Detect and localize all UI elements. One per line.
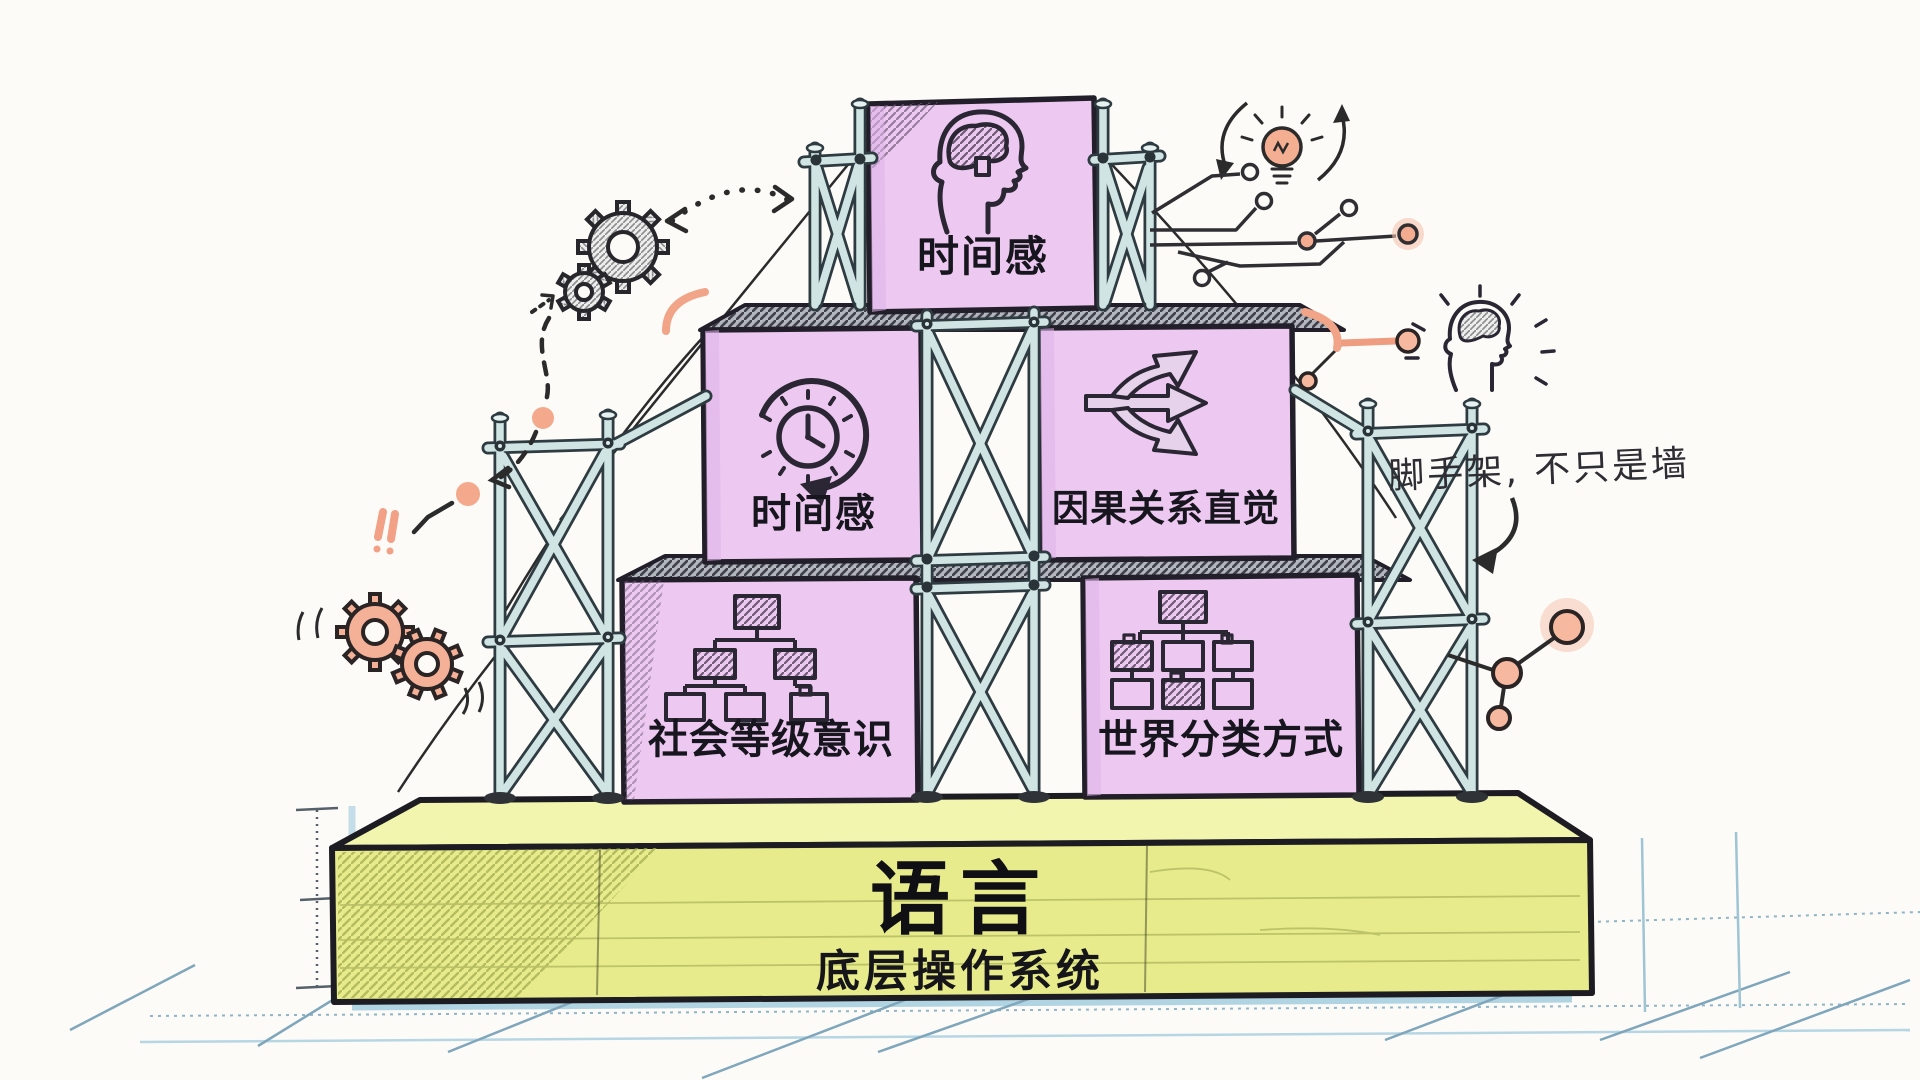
dashed-path-dots [373, 315, 554, 555]
block-bottom-left-label: 社会等级意识 [648, 717, 894, 763]
molecule-icon [1447, 598, 1594, 731]
lightbulb-refresh-icon [1216, 101, 1350, 185]
block-bottom-right [1080, 572, 1362, 800]
block-top [865, 95, 1100, 315]
clock-history-icon [759, 378, 870, 506]
block-mid-left-label: 时间感 [751, 491, 877, 537]
block-mid-right-label: 因果关系直觉 [1052, 487, 1280, 530]
annotation-arrow [1472, 497, 1519, 574]
dotted-arc-arrow [530, 184, 795, 314]
salmon-connector [1298, 328, 1421, 391]
block-shading [624, 102, 1101, 801]
block-bottom-right-label: 世界分类方式 [1098, 717, 1344, 763]
classification-tree-icon [1110, 590, 1254, 710]
base-platform [329, 790, 1595, 1005]
head-idea-icon [1404, 284, 1556, 392]
base-subtitle: 底层操作系统 [816, 946, 1104, 997]
gears-icon [555, 200, 670, 321]
head-brain-icon [931, 109, 1029, 235]
block-top-label: 时间感 [916, 232, 1049, 281]
branching-arrows-icon [1084, 350, 1208, 456]
base-title: 语言 [870, 853, 1050, 946]
gears-salmon-icon [296, 592, 484, 715]
accent-arcs [662, 288, 1342, 352]
scaffold-bolts [484, 98, 1488, 804]
exclamation-marks [374, 508, 399, 543]
circuit-traces-icon [1149, 162, 1424, 288]
org-chart-icon [664, 594, 829, 722]
